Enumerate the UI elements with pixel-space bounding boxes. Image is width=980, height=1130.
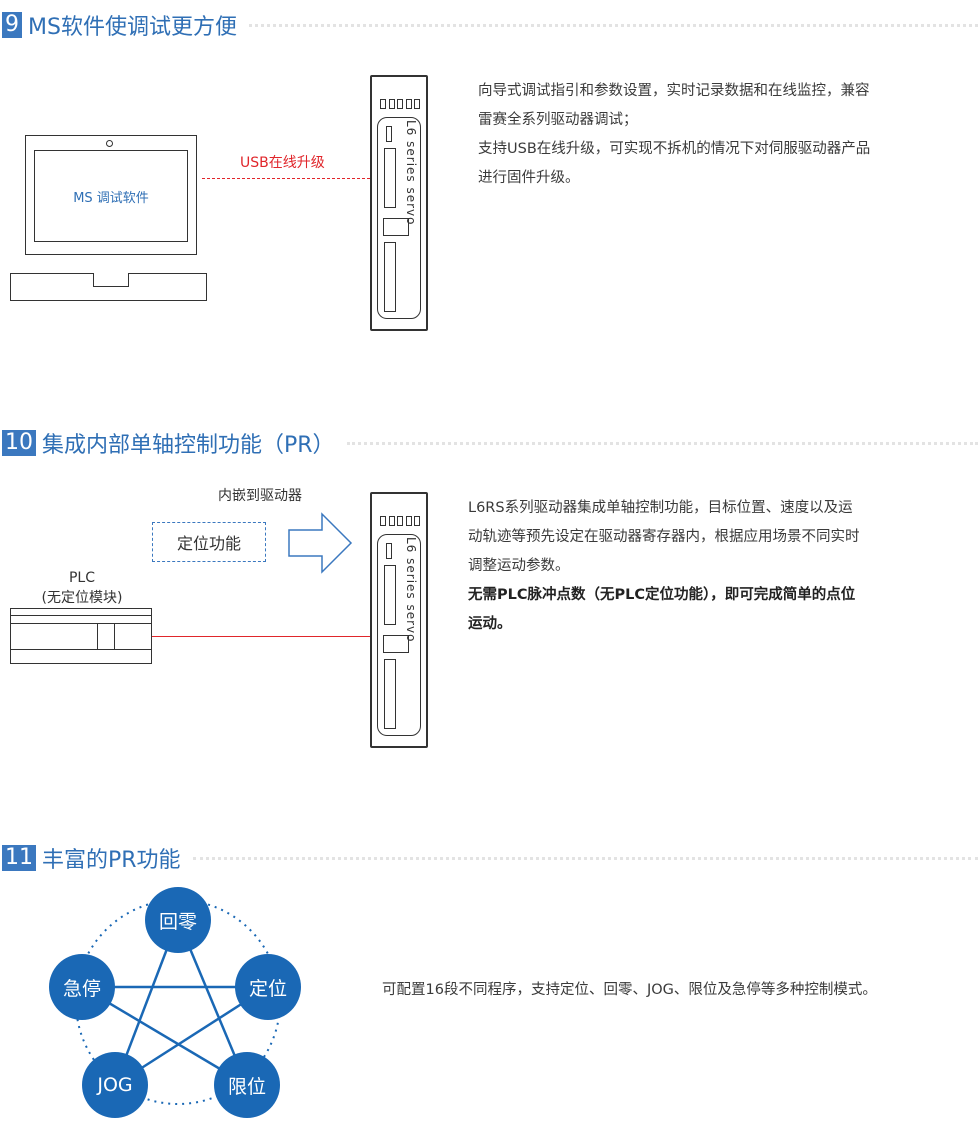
laptop-monitor: MS 调试软件 xyxy=(25,135,197,255)
laptop-illustration: MS 调试软件 xyxy=(10,135,210,305)
node-home-label: 回零 xyxy=(158,910,197,933)
desc-line: 支持USB在线升级，可实现不拆机的情况下对伺服驱动器产品 xyxy=(478,141,871,157)
servo-model-text: L6 series servo xyxy=(404,120,418,226)
screen-label: MS 调试软件 xyxy=(73,190,149,206)
node-home: 回零 xyxy=(145,887,211,953)
desc-line: 雷赛全系列驱动器调试； xyxy=(478,112,638,128)
plc-label: PLC (无定位模块) xyxy=(22,568,142,608)
function-label: 定位功能 xyxy=(176,534,241,553)
plc-subtitle: (无定位模块) xyxy=(41,590,123,606)
desc-line: 调整运动参数。 xyxy=(468,558,570,574)
plc-port xyxy=(97,623,115,649)
section-11-header: 11 丰富的PR功能 xyxy=(0,843,980,873)
embed-label: 内嵌到驱动器 xyxy=(218,488,302,504)
node-estop: 急停 xyxy=(49,954,115,1020)
desc-line-bold: 无需PLC脉冲点数（无PLC定位功能），即可完成简单的点位 xyxy=(468,587,856,603)
servo-panel: L6 series servo xyxy=(377,534,421,736)
node-jog-label: JOG xyxy=(97,1074,133,1096)
section-number: 10 xyxy=(2,430,36,456)
arrow-icon xyxy=(288,512,353,574)
laptop-hinge xyxy=(93,273,129,287)
servo-panel: L6 series servo xyxy=(377,117,421,319)
desc-line: 进行固件升级。 xyxy=(478,170,580,186)
servo-connectors xyxy=(378,516,422,529)
section-title: 集成内部单轴控制功能（PR） xyxy=(42,433,335,458)
servo-drive: L6 series servo xyxy=(370,75,428,331)
section-title: 丰富的PR功能 xyxy=(42,848,181,873)
section-11-description: 可配置16段不同程序，支持定位、回零、JOG、限位及急停等多种控制模式。 xyxy=(382,982,877,998)
desc-line: 动轨迹等预先设定在驱动器寄存器内，根据应用场景不同实时 xyxy=(468,529,860,545)
positioning-function-box: 定位功能 xyxy=(152,522,266,562)
section-9-description: 向导式调试指引和参数设置，实时记录数据和在线监控，兼容 雷赛全系列驱动器调试； … xyxy=(478,77,968,193)
laptop-keyboard xyxy=(10,273,207,301)
node-limit: 限位 xyxy=(214,1052,280,1118)
divider xyxy=(192,856,978,860)
plc-module xyxy=(10,608,152,664)
usb-connection-line xyxy=(202,178,370,179)
desc-line-bold: 运动。 xyxy=(468,616,512,632)
node-estop-label: 急停 xyxy=(62,977,101,1000)
divider xyxy=(248,23,978,27)
section-number: 9 xyxy=(2,12,22,38)
desc-line: 向导式调试指引和参数设置，实时记录数据和在线监控，兼容 xyxy=(478,83,870,99)
section-9-header: 9 MS软件使调试更方便 xyxy=(0,10,980,40)
divider xyxy=(346,441,978,445)
section-10-header: 10 集成内部单轴控制功能（PR） xyxy=(0,428,980,458)
usb-label: USB在线升级 xyxy=(240,155,325,171)
section-10-description: L6RS系列驱动器集成单轴控制功能，目标位置、速度以及运 动轨迹等预先设定在驱动… xyxy=(468,494,968,639)
laptop-screen: MS 调试软件 xyxy=(34,150,188,242)
servo-connectors xyxy=(378,99,422,112)
node-jog: JOG xyxy=(82,1052,148,1118)
servo-model-text: L6 series servo xyxy=(404,537,418,643)
servo-drive: L6 series servo xyxy=(370,492,428,748)
plc-title: PLC xyxy=(68,570,96,586)
desc-line: L6RS系列驱动器集成单轴控制功能，目标位置、速度以及运 xyxy=(468,500,853,516)
node-position-label: 定位 xyxy=(248,977,287,1000)
node-limit-label: 限位 xyxy=(227,1075,266,1098)
section-number: 11 xyxy=(2,845,36,871)
section-title: MS软件使调试更方便 xyxy=(28,15,237,40)
camera-dot xyxy=(106,140,113,147)
node-position: 定位 xyxy=(235,954,301,1020)
plc-connection-line xyxy=(152,636,372,637)
